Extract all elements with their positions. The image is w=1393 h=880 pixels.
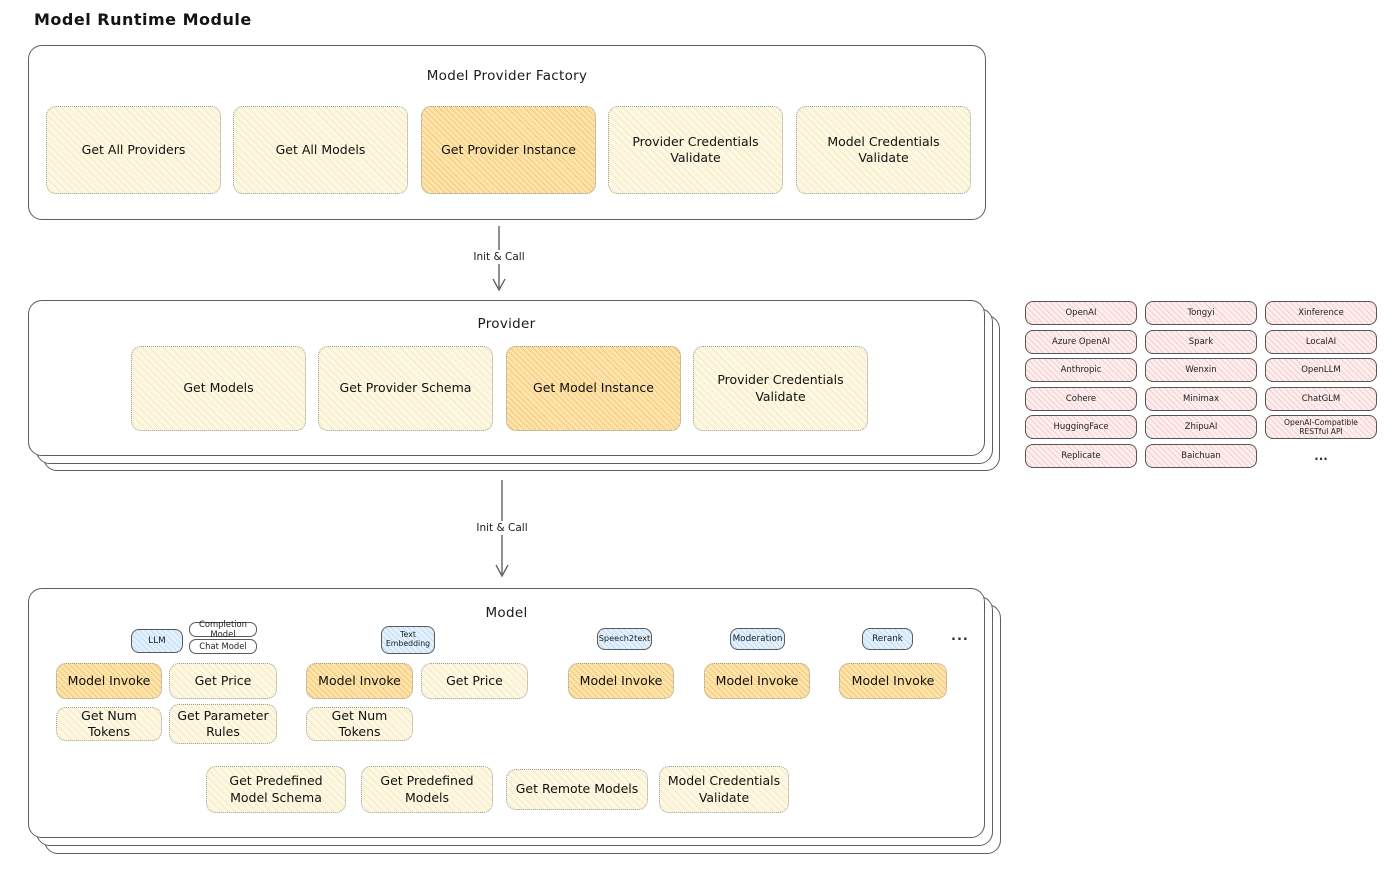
node-get-models: Get Models <box>131 346 306 431</box>
arrow-label: Init & Call <box>472 521 532 535</box>
node-get-model-instance: Get Model Instance <box>506 346 681 431</box>
arrow-provider-to-model: Init & Call <box>462 480 542 580</box>
node-get-provider-schema: Get Provider Schema <box>318 346 493 431</box>
node-model-credentials-validate: Model Credentials Validate <box>796 106 971 194</box>
node-embedding-get-num-tokens: Get Num Tokens <box>306 707 413 741</box>
node-get-predefined-models: Get Predefined Models <box>361 766 493 813</box>
node-model-credentials-validate-2: Model Credentials Validate <box>659 766 789 813</box>
node-llm-get-parameter-rules: Get Parameter Rules <box>169 704 277 744</box>
provider-section: Provider Get Models Get Provider Schema … <box>28 300 985 456</box>
tag-speech2text: Speech2text <box>597 628 652 650</box>
factory-section: Model Provider Factory Get All Providers… <box>28 45 986 220</box>
provider-cell: Baichuan <box>1145 443 1257 468</box>
provider-cell: Cohere <box>1025 386 1137 411</box>
provider-cell: Wenxin <box>1145 358 1257 382</box>
provider-grid-ellipsis: ... <box>1314 448 1328 463</box>
provider-cell: OpenAI <box>1025 301 1137 325</box>
node-get-all-models: Get All Models <box>233 106 408 194</box>
provider-cell: ZhipuAI <box>1145 415 1257 439</box>
node-get-provider-instance: Get Provider Instance <box>421 106 596 194</box>
provider-cell: Spark <box>1145 329 1257 354</box>
node-rerank-model-invoke: Model Invoke <box>839 663 947 699</box>
tag-text-embedding: Text Embedding <box>381 626 435 654</box>
node-provider-credentials-validate-2: Provider Credentials Validate <box>693 346 868 431</box>
node-provider-credentials-validate: Provider Credentials Validate <box>608 106 783 194</box>
provider-cell: Minimax <box>1145 386 1257 411</box>
node-embedding-get-price: Get Price <box>421 663 528 699</box>
arrow-factory-to-provider: Init & Call <box>459 226 539 294</box>
tag-moderation: Moderation <box>730 628 785 650</box>
provider-name-grid: OpenAI Tongyi Xinference Azure OpenAI Sp… <box>1025 301 1377 468</box>
tag-llm: LLM <box>131 629 183 653</box>
node-get-all-providers: Get All Providers <box>46 106 221 194</box>
node-embedding-model-invoke: Model Invoke <box>306 663 413 699</box>
node-llm-model-invoke: Model Invoke <box>56 663 162 699</box>
node-llm-get-price: Get Price <box>169 663 277 699</box>
node-llm-get-num-tokens: Get Num Tokens <box>56 707 162 741</box>
provider-section-title: Provider <box>477 316 536 332</box>
model-section: Model LLM Completion Model Chat Model Te… <box>28 588 985 838</box>
provider-cell: OpenLLM <box>1265 358 1377 382</box>
provider-cell: Tongyi <box>1145 301 1257 325</box>
arrow-label: Init & Call <box>469 250 529 264</box>
tag-chat-model: Chat Model <box>189 639 257 654</box>
factory-section-title: Model Provider Factory <box>426 68 588 84</box>
provider-cell: OpenAI-Compatible RESTful API <box>1265 415 1377 439</box>
tag-rerank: Rerank <box>862 628 913 650</box>
tag-completion-model: Completion Model <box>189 619 257 638</box>
provider-cell: Anthropic <box>1025 358 1137 382</box>
provider-cell: HuggingFace <box>1025 415 1137 439</box>
provider-cell: Xinference <box>1265 301 1377 325</box>
node-get-remote-models: Get Remote Models <box>506 769 648 810</box>
provider-cell: ChatGLM <box>1265 386 1377 411</box>
provider-cell: Azure OpenAI <box>1025 329 1137 354</box>
provider-cell: Replicate <box>1025 443 1137 468</box>
provider-cell: LocalAI <box>1265 329 1377 354</box>
node-moderation-model-invoke: Model Invoke <box>704 663 810 699</box>
model-section-title: Model <box>485 605 528 621</box>
node-speech2text-model-invoke: Model Invoke <box>568 663 674 699</box>
node-get-predefined-model-schema: Get Predefined Model Schema <box>206 766 346 813</box>
diagram-title: Model Runtime Module <box>34 10 252 29</box>
model-tags-ellipsis: ... <box>951 629 969 644</box>
